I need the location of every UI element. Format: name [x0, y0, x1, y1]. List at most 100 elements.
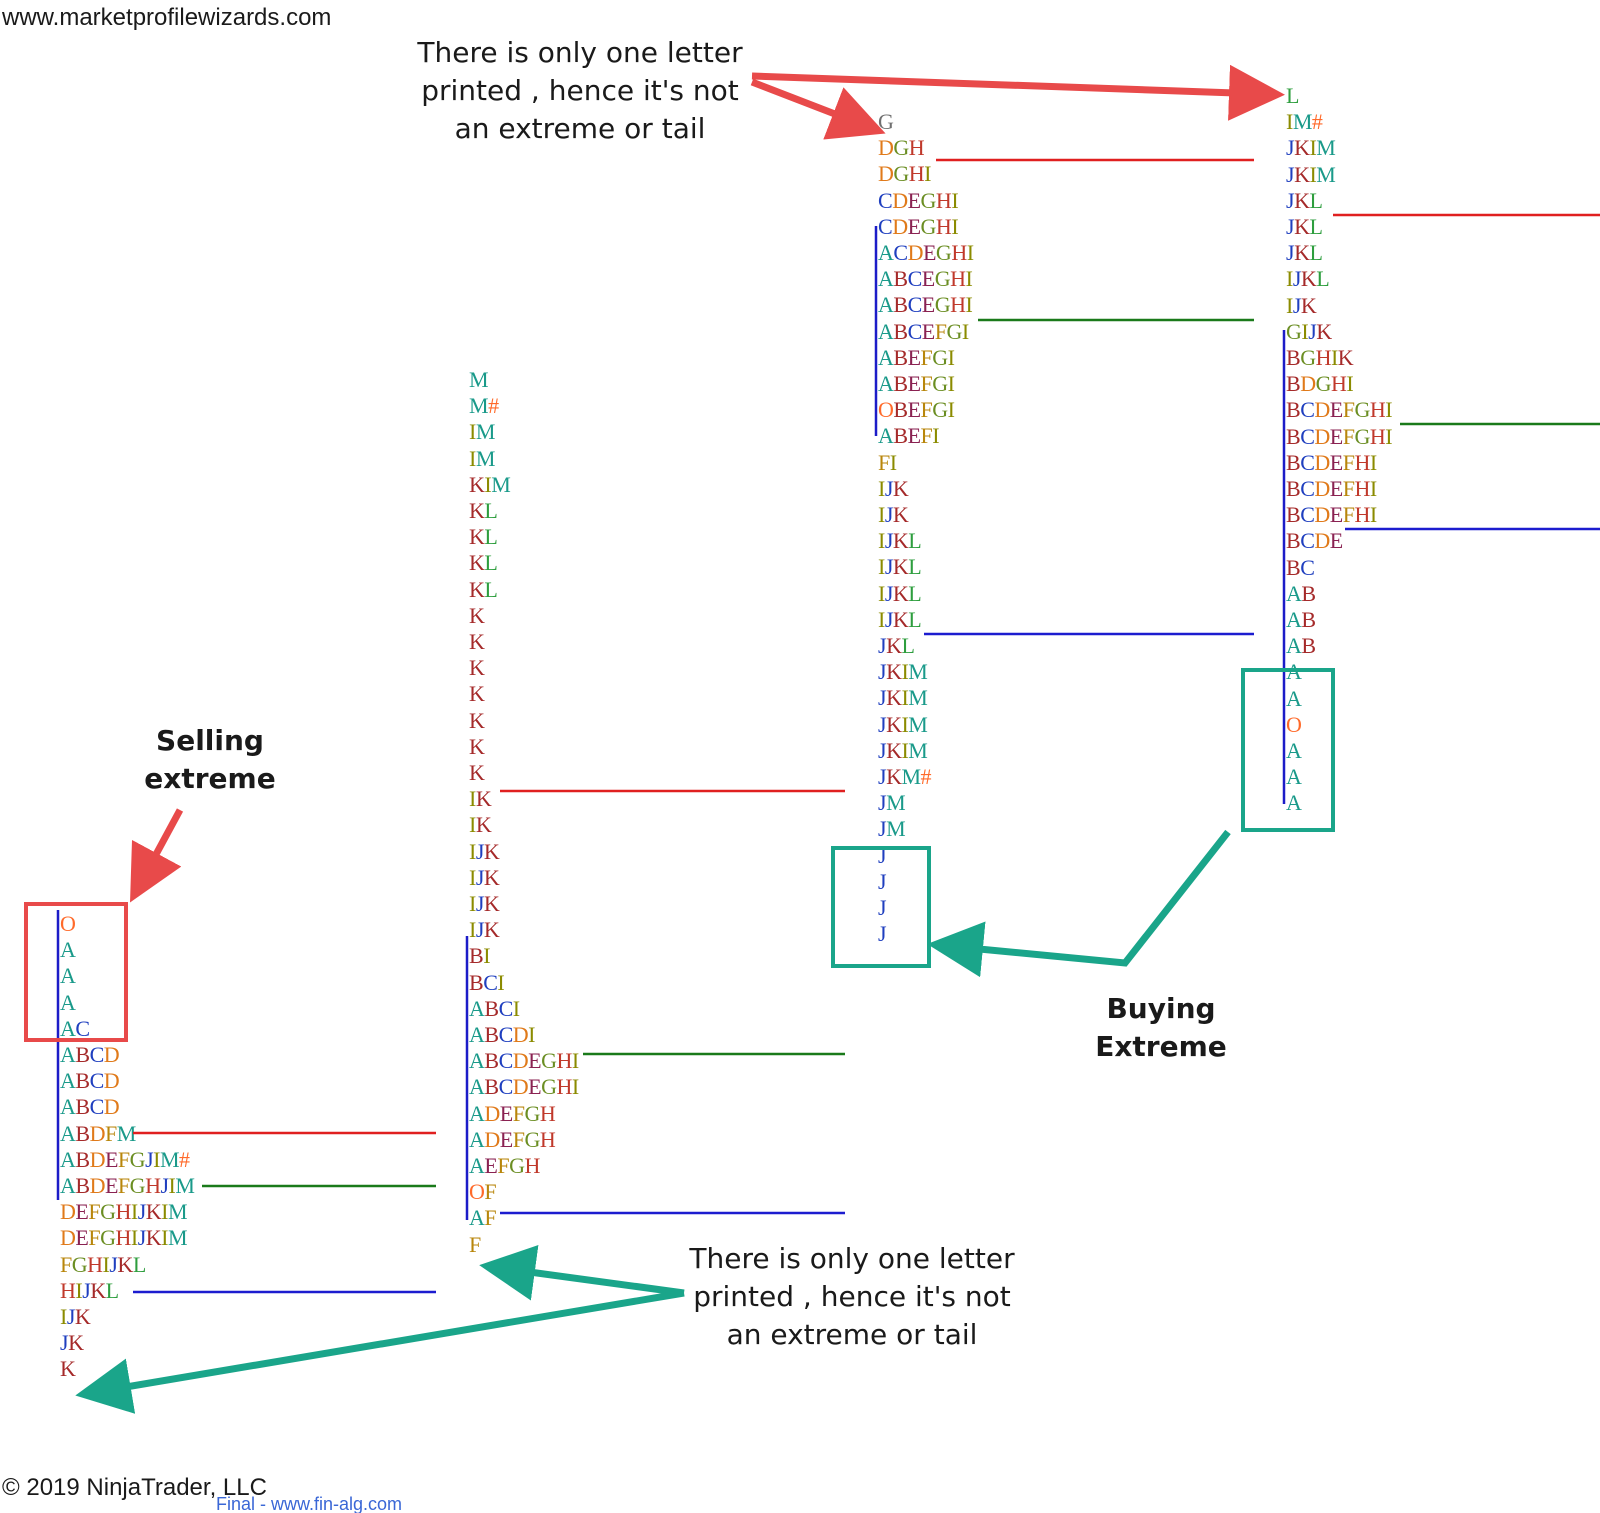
tpo-letter: I	[571, 1048, 579, 1074]
tpo-row: ABCDI	[469, 1022, 535, 1048]
tpo-row: ABDEFGHJIM	[60, 1173, 195, 1199]
tpo-letter: K	[892, 475, 909, 501]
tpo-letter: K	[1300, 266, 1317, 292]
tpo-letter: B	[893, 318, 908, 344]
watermark-link[interactable]: Final - www.fin-alg.com	[216, 1494, 403, 1513]
tpo-letter: H	[556, 1048, 573, 1074]
tpo-letter: #	[179, 1146, 190, 1172]
tpo-letter: J	[1308, 318, 1317, 344]
tpo-letter: K	[145, 1225, 162, 1251]
tpo-row: K	[60, 1356, 76, 1382]
tpo-letter: L	[484, 576, 498, 602]
tpo-row: IJK	[1286, 293, 1317, 319]
tpo-row: JKL	[878, 633, 915, 659]
tpo-letter: K	[886, 764, 902, 789]
tpo-letter: I	[878, 475, 885, 501]
tpo-letter: K	[892, 502, 909, 527]
tpo-letter: B	[75, 1146, 90, 1172]
tpo-row: JM	[878, 816, 906, 842]
website-label[interactable]: www.marketprofilewizards.com	[2, 4, 332, 31]
tpo-letter: B	[484, 1022, 499, 1047]
tpo-row: KL	[469, 550, 498, 576]
tpo-row: IJKL	[878, 528, 922, 554]
tpo-letter: J	[884, 606, 894, 632]
tpo-letter: F	[497, 1153, 510, 1178]
tpo-row: KIM	[469, 471, 511, 498]
tpo-row: A	[60, 937, 76, 963]
tpo-letter: I	[961, 318, 969, 344]
tpo-letter: K	[469, 576, 485, 602]
tpo-row: A	[60, 963, 76, 989]
tpo-letter: C	[498, 1074, 514, 1100]
tpo-letter: L	[105, 1277, 119, 1303]
tpo-letter: G	[1315, 371, 1332, 397]
tpo-letter: K	[469, 681, 485, 707]
tpo-row: A	[1286, 764, 1302, 790]
tpo-letter: D	[89, 1173, 106, 1198]
tpo-letter: C	[89, 1094, 105, 1120]
tpo-letter: I	[1385, 397, 1393, 423]
tpo-letter: H	[1315, 345, 1332, 370]
tpo-letter: E	[907, 344, 921, 370]
tpo-letter: F	[934, 318, 947, 344]
tpo-letter: G	[934, 266, 951, 292]
tpo-letter: E	[75, 1225, 89, 1251]
tpo-row: K	[469, 602, 485, 629]
tpo-row: JKIM	[1286, 135, 1336, 161]
tpo-letter: K	[68, 1330, 84, 1356]
tpo-letter: I	[483, 943, 491, 969]
tpo-letter: M	[491, 471, 511, 497]
tpo-letter: B	[75, 1042, 90, 1067]
top-arrow-to-g	[750, 78, 886, 140]
tpo-letter: B	[893, 423, 908, 449]
tpo-letter: F	[60, 1251, 72, 1277]
tpo-letter: G	[100, 1225, 116, 1251]
tpo-row: ABCDEGHI	[469, 1074, 579, 1100]
tpo-row: K	[469, 733, 485, 760]
top-arrow-to-l	[751, 64, 1285, 121]
tpo-row: FGHIJKL	[60, 1252, 146, 1278]
tpo-letter: A	[60, 1015, 76, 1041]
top-note-line-1: There is only one letter	[417, 36, 743, 69]
tpo-letter: M	[167, 1225, 188, 1251]
tpo-letter: A	[878, 423, 894, 449]
tpo-row: ABCDEGHI	[469, 1048, 579, 1074]
tpo-letter: M	[908, 711, 928, 737]
tpo-letter: K	[892, 580, 909, 606]
tpo-letter: B	[75, 1120, 90, 1146]
tpo-letter: J	[137, 1225, 147, 1251]
tpo-row: GIJK	[1286, 319, 1332, 345]
tpo-letter: J	[884, 528, 894, 554]
tpo-letter: A	[469, 1074, 485, 1100]
tpo-row: ABCD	[60, 1068, 120, 1094]
tpo-row: K	[469, 629, 485, 655]
tpo-row: BCDEFHI	[1286, 502, 1377, 528]
tpo-letter: G	[509, 1153, 525, 1178]
tpo-letter: I	[571, 1074, 579, 1100]
tpo-letter: C	[878, 187, 893, 213]
tpo-letter: I	[102, 1251, 110, 1277]
tpo-letter: K	[469, 602, 485, 628]
tpo-letter: M	[475, 445, 496, 471]
tpo-letter: J	[1286, 161, 1295, 187]
tpo-letter: G	[129, 1146, 146, 1172]
tpo-row: ABCI	[469, 996, 520, 1022]
tpo-letter: F	[88, 1199, 101, 1225]
tpo-letter: C	[907, 266, 923, 292]
tpo-row: CDEGHI	[878, 214, 959, 240]
tpo-letter: I	[901, 659, 909, 685]
tpo-row: F	[469, 1232, 481, 1258]
tpo-letter: E	[104, 1146, 118, 1172]
tpo-letter: I	[924, 161, 931, 187]
tpo-letter: D	[907, 240, 924, 265]
tpo-letter: F	[920, 397, 933, 423]
tpo-letter: K	[886, 737, 902, 763]
tpo-row: KL	[469, 524, 498, 550]
tpo-letter: I	[130, 1225, 138, 1251]
tpo-letter: O	[878, 397, 894, 423]
tpo-letter: A	[1286, 738, 1302, 763]
tpo-letter: H	[1354, 449, 1370, 475]
tpo-letter: M	[469, 393, 489, 419]
tpo-letter: B	[484, 995, 499, 1021]
tpo-letter: K	[469, 733, 485, 759]
